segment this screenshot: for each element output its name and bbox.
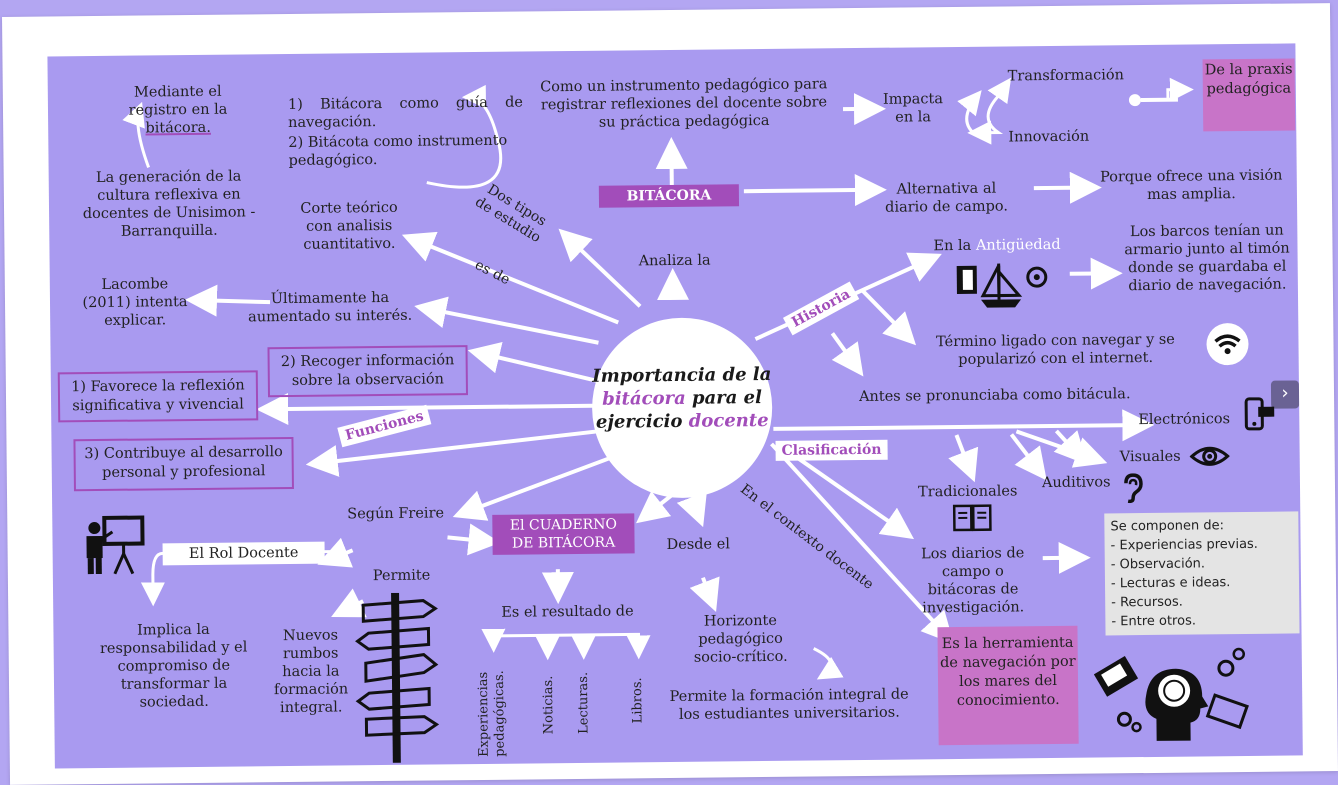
list-item: - Lecturas e ideas. — [1111, 572, 1293, 593]
tipos-2-text: 2) Bitácota como instrumento pedagógico. — [288, 132, 523, 170]
permite-text: Permite — [373, 567, 431, 586]
barcos-text: Los barcos tenían un armario junto al ti… — [1119, 221, 1295, 295]
nuevos-rumbos-text: Nuevos rumbos hacia la formación integra… — [265, 626, 356, 717]
praxis-box: De la praxis pedagógica — [1203, 58, 1296, 131]
resultado-item: Lecturas. — [576, 672, 592, 734]
list-item: - Recursos. — [1111, 591, 1293, 612]
analiza-text: Analiza la — [635, 252, 715, 271]
cuaderno-tag: El CUADERNO DE BITÁCORA — [492, 513, 634, 554]
impacta-text: Impacta en la — [873, 90, 953, 127]
signpost-icon — [353, 592, 445, 763]
bitacora-tag: BITÁCORA — [599, 184, 739, 207]
clasificacion-tag: Clasificación — [775, 440, 887, 461]
termino-text: Término ligado con navegar y se populari… — [930, 331, 1180, 370]
mediante-underlined: bitácora. — [145, 120, 211, 137]
formacion-text: Permite la formación integral de los est… — [659, 685, 919, 724]
ship-book-wheel-icon — [955, 261, 1050, 310]
transformacion-text: Transformación — [1008, 66, 1124, 85]
tradicionales-text: Tradicionales — [918, 482, 1017, 501]
corte-text: Corte teórico con analisis cuantitativo. — [289, 199, 410, 254]
central-title-line3a: ejercicio — [596, 411, 689, 433]
visuales-text: Visuales — [1120, 448, 1181, 467]
central-title-line2: bitácora para el — [592, 386, 772, 411]
alternativa-text: Alternativa al diario de campo. — [879, 179, 1014, 216]
instrument-text: Como un instrumento pedagógico para regi… — [534, 75, 835, 132]
se-componen-list: Se componen de: - Experiencias previas. … — [1104, 511, 1299, 635]
list-item: - Entre otros. — [1111, 610, 1293, 631]
mediante-label: Mediante el registro en la — [129, 84, 228, 119]
central-highlight-bitacora: bitácora — [602, 388, 686, 410]
antes-text: Antes se pronunciaba como bitácula. — [859, 385, 1131, 406]
ultimamente-text: Últimamente ha aumentado su interés. — [240, 289, 420, 327]
antiguedad-label: En la — [933, 238, 976, 254]
innovacion-text: Innovación — [1008, 128, 1089, 147]
herramienta-box: Es la herramienta de navegación por los … — [937, 626, 1078, 745]
desde-text: Desde el — [666, 535, 730, 554]
mediante-text: Mediante el registro en la bitácora. — [118, 83, 239, 138]
antiguedad-highlight: Antigüedad — [976, 237, 1061, 254]
implica-text: Implica la responsabilidad y el compromi… — [98, 620, 249, 712]
resultado-item: Noticias. — [541, 676, 557, 735]
central-title-line2b: para el — [686, 387, 762, 409]
central-highlight-docente: docente — [689, 410, 769, 432]
funcion-2-box: 2) Recoger información sobre la observac… — [267, 345, 468, 397]
segun-freire-text: Según Freire — [347, 504, 444, 523]
horizonte-text: Horizonte pedagógico socio-crítico. — [685, 612, 796, 667]
funcion-3-box: 3) Contribuye al desarrollo personal y p… — [73, 437, 294, 491]
list-item: - Experiencias previas. — [1111, 534, 1293, 555]
rol-docente-tag: El Rol Docente — [163, 542, 325, 566]
funcion-1-box: 1) Favorece la reflexión significativa y… — [58, 370, 259, 422]
porque-text: Porque ofrece una visión mas amplia. — [1089, 166, 1294, 204]
wifi-icon — [1205, 322, 1249, 366]
resultado-text: Es el resultado de — [501, 602, 634, 621]
lacombe-text: Lacombe (2011) intenta explicar. — [80, 275, 191, 330]
central-title-line1: Importancia de la — [592, 363, 772, 388]
teacher-board-icon — [82, 513, 148, 579]
generacion-text: La generación de la cultura reflexiva en… — [74, 167, 265, 241]
head-books-icon — [1094, 632, 1255, 744]
resultado-item: Experiencias pedagógicas. — [476, 672, 509, 757]
mindmap-card: Importancia de la bitácora para el ejerc… — [2, 3, 1338, 785]
central-topic: Importancia de la bitácora para el ejerc… — [591, 317, 773, 499]
mindmap-board: Importancia de la bitácora para el ejerc… — [47, 43, 1302, 768]
phone-icon — [1244, 397, 1278, 433]
ear-icon — [1120, 473, 1144, 503]
list-item: - Observación. — [1111, 553, 1293, 574]
auditivos-text: Auditivos — [1042, 473, 1111, 492]
central-title-line3: ejercicio docente — [592, 409, 772, 434]
open-book-icon — [952, 504, 992, 534]
electronicos-text: Electrónicos — [1138, 410, 1230, 429]
resultado-item: Libros. — [630, 677, 645, 723]
tipos-1-text: 1) Bitácora como guía de navegación. — [288, 94, 523, 132]
antiguedad-text: En la Antigüedad — [933, 236, 1060, 255]
diarios-text: Los diarios de campo o bitácoras de inve… — [908, 544, 1039, 617]
eye-icon — [1190, 442, 1230, 470]
list-item: Se componen de: — [1110, 515, 1292, 536]
